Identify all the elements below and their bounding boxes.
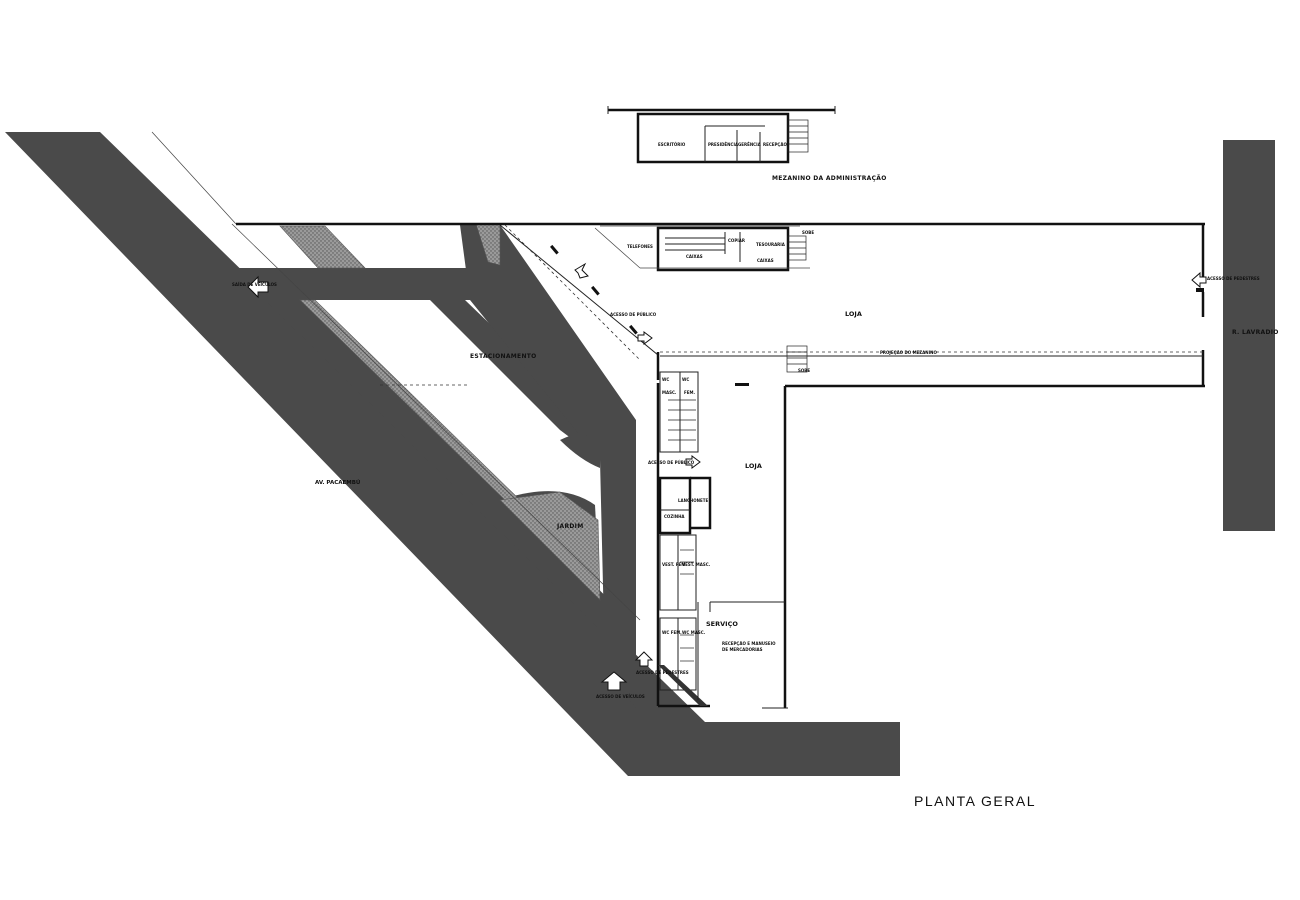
- label-estacionamento: ESTACIONAMENTO: [470, 353, 537, 360]
- label-fem: FEM.: [684, 390, 695, 395]
- label-cozinha: COZINHA: [664, 514, 685, 519]
- label-saida-veiculos: SAÍDA DE VEÍCULOS: [232, 282, 277, 287]
- arrow-acesso-publico-1: [574, 262, 653, 345]
- plan-title: PLANTA GERAL: [914, 793, 1036, 809]
- label-masc: MASC.: [662, 390, 677, 395]
- label-av-pacaembu: AV. PACAEMBÚ: [315, 479, 360, 486]
- label-presidencia: PRESIDÊNCIA: [708, 142, 739, 147]
- building-walls: [236, 222, 1205, 709]
- label-caixas: CAIXAS: [686, 254, 703, 259]
- arrow-acesso-veiculos: [600, 671, 628, 691]
- vestiarios-block: [658, 534, 708, 706]
- road-r-lavradio: [1223, 140, 1275, 531]
- site-line-2: [231, 223, 641, 621]
- wc-block: [659, 371, 699, 453]
- hatch-strip-top: [279, 225, 366, 269]
- label-acesso-publico-1: ACESSO DE PÚBLICO: [610, 312, 657, 317]
- stair-mid: [786, 345, 808, 373]
- label-sobe-mid: SOBE: [798, 368, 810, 373]
- label-acesso-pedestres-right: ACESSO DE PEDESTRES: [1207, 276, 1260, 281]
- label-recepcao-mercadorias-2: DE MERCADORIAS: [722, 647, 763, 652]
- label-recepcao: RECEPÇÃO: [763, 142, 787, 147]
- label-acesso-publico-2: ACESSO DE PÚBLICO: [648, 460, 695, 465]
- label-copiar: COPIAR: [728, 238, 745, 243]
- access-dashes: [550, 244, 1204, 386]
- hatch-strip-jardim: [499, 491, 601, 601]
- lanchonete-block: [658, 476, 712, 535]
- label-r-lavradio: R. LAVRADIO: [1232, 329, 1279, 336]
- label-sobe-top: SOBE: [802, 230, 814, 235]
- label-loja-lower: LOJA: [745, 462, 762, 470]
- label-telefones: TELEFONES: [627, 244, 653, 249]
- arrow-saida-veiculos: [247, 275, 269, 299]
- site-line-dash: [504, 224, 641, 361]
- label-vest-fem: VEST. FEM.: [662, 562, 687, 567]
- label-wc-fem: WC FEM.: [662, 630, 682, 635]
- label-mezanino: MEZANINO DA ADMINISTRAÇÃO: [772, 175, 887, 182]
- site-line-1: [151, 131, 237, 225]
- label-acesso-veiculos: ACESSO DE VEÍCULOS: [596, 694, 645, 699]
- servico-block: [697, 601, 785, 700]
- label-jardim: JARDIM: [556, 523, 583, 530]
- label-projecao-mezanino: PROJEÇÃO DO MEZANINO: [880, 350, 937, 355]
- label-loja-upper: LOJA: [845, 310, 862, 318]
- label-lanchonete: LANCHONETE: [678, 498, 708, 503]
- mezzanine-plan: [607, 106, 836, 164]
- label-tesouraria: TESOURARIA: [756, 242, 786, 247]
- label-gerencia: GERÊNCIA: [738, 142, 762, 147]
- cashier-block: [594, 225, 810, 272]
- label-wc-masc: WC MASC.: [682, 630, 706, 635]
- arrow-acesso-pedestres-right: [1191, 271, 1207, 289]
- label-servico: SERVIÇO: [706, 620, 738, 628]
- label-recepcao-mercadorias-1: RECEPÇÃO E MANUSEIO: [722, 641, 776, 646]
- label-caixas-2: CAIXAS: [757, 258, 774, 263]
- arrow-acesso-pedestres-bottom: [634, 651, 654, 667]
- label-vest-masc: VEST. MASC.: [682, 562, 711, 567]
- arrow-acesso-publico-2: [685, 455, 701, 469]
- label-escritorio: ESCRITÓRIO: [658, 142, 686, 147]
- label-wc-2: WC: [682, 377, 689, 382]
- road-av-pacaembu: [5, 132, 900, 776]
- label-acesso-pedestres-bottom: ACESSO DE PEDESTRES: [636, 670, 689, 675]
- label-wc-1: WC: [662, 377, 669, 382]
